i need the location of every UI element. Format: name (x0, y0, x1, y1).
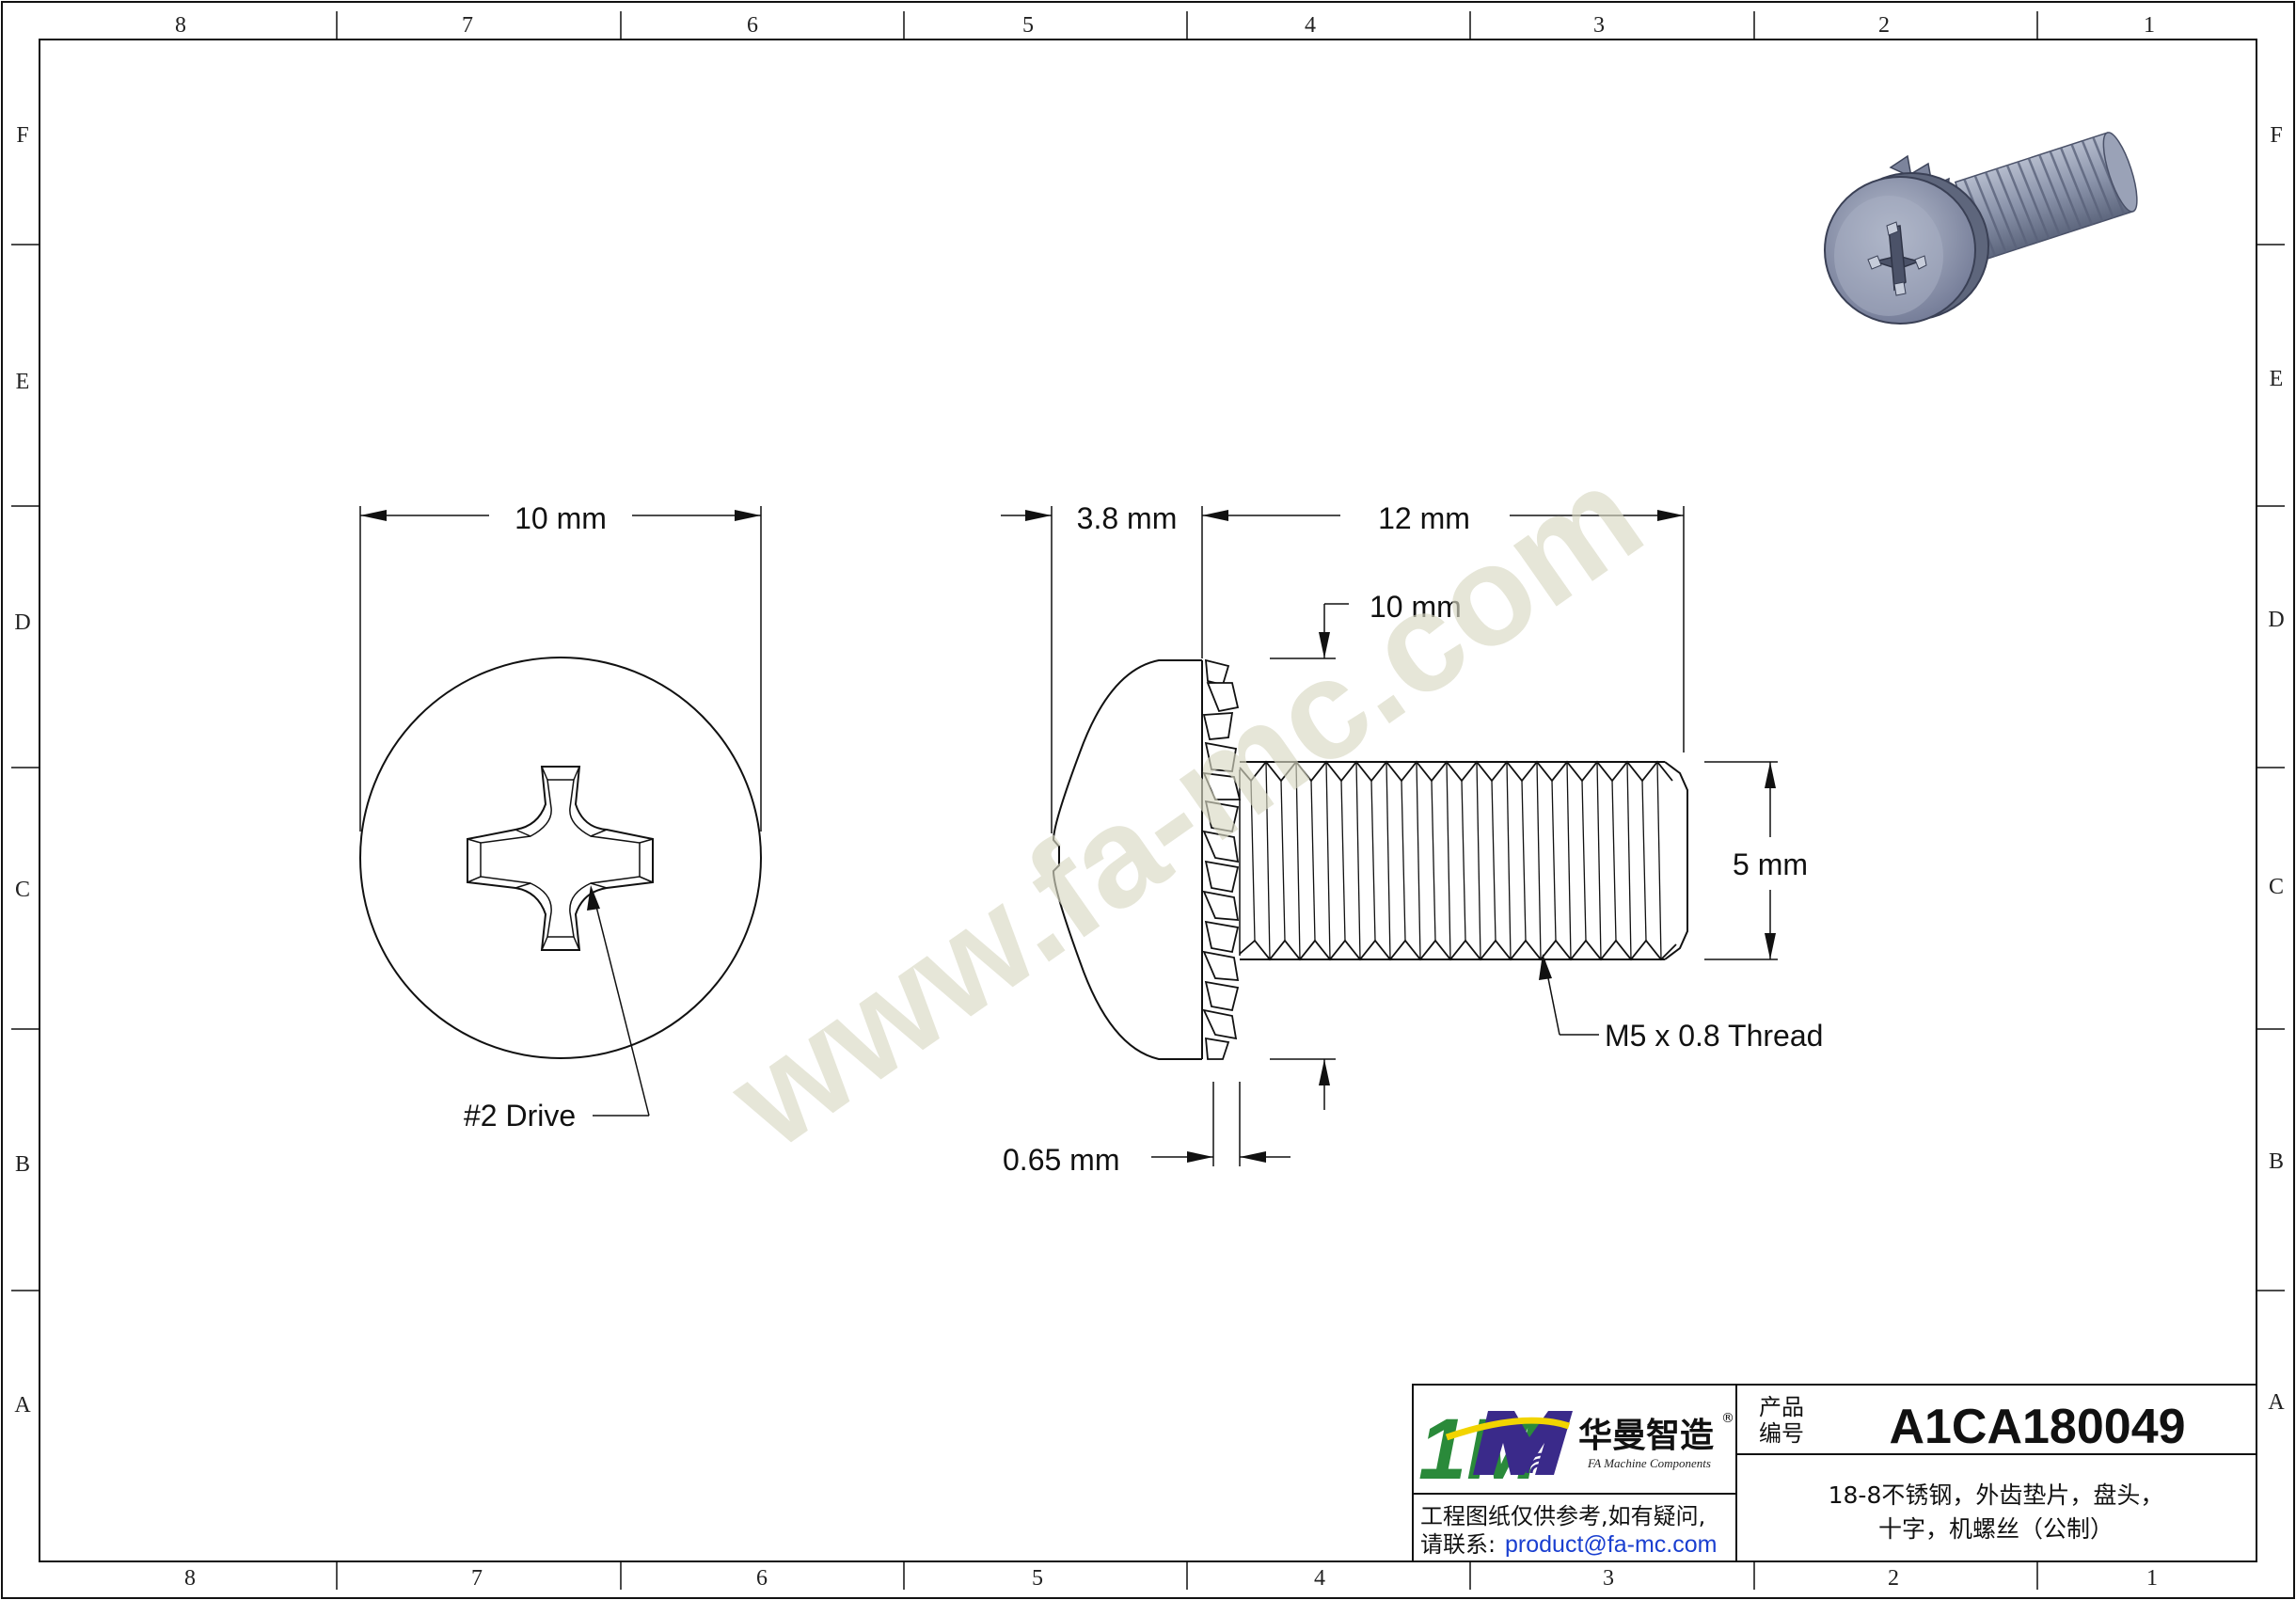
zone-labels: 8 7 6 5 4 3 2 1 8 7 6 5 4 3 2 1 F E D C … (14, 13, 2285, 1591)
screw-side-view (1052, 658, 1688, 1060)
brand-name-cn: 华曼智造 (1578, 1417, 1714, 1455)
brand-name-en: FA Machine Components (1587, 1456, 1711, 1470)
col-label-top-8: 8 (175, 13, 186, 38)
dim-head-diameter (359, 506, 762, 832)
thread-spec-label: M5 x 0.8 Thread (1605, 1019, 1823, 1053)
row-label-right-D: D (2268, 608, 2284, 632)
washer-thickness-label: 0.65 mm (1003, 1143, 1119, 1177)
drive-leader (587, 885, 650, 1117)
head-front-view (359, 657, 762, 1059)
company-logo: 1M (1418, 1402, 1573, 1497)
disclaimer-line2-prefix: 请联系: (1420, 1531, 1496, 1558)
row-label-left-A: A (14, 1393, 31, 1418)
col-label-top-3: 3 (1593, 13, 1605, 38)
screw-3d-render (1824, 132, 2138, 325)
title-block (1412, 1384, 2257, 1562)
col-label-top-1: 1 (2144, 13, 2155, 38)
row-label-right-F: F (2270, 123, 2282, 148)
col-label-bottom-6: 6 (756, 1566, 768, 1591)
row-label-left-C: C (15, 878, 30, 902)
col-label-bottom-5: 5 (1032, 1566, 1043, 1591)
row-label-left-B: B (15, 1152, 30, 1177)
col-label-top-6: 6 (747, 13, 758, 38)
head-height-label: 3.8 mm (1077, 501, 1178, 535)
contact-email[interactable]: product@fa-mc.com (1505, 1531, 1717, 1558)
inner-frame (39, 39, 2257, 1562)
col-label-top-4: 4 (1305, 13, 1316, 38)
washer-diameter-label: 10 mm (1370, 590, 1462, 624)
registered-mark: ® (1721, 1411, 1734, 1426)
disclaimer-line1: 工程图纸仅供参考,如有疑问, (1420, 1503, 1705, 1529)
col-label-bottom-4: 4 (1314, 1566, 1325, 1591)
head-diameter-label: 10 mm (515, 501, 607, 535)
row-label-right-B: B (2269, 1149, 2284, 1174)
description-line1: 18-8不锈钢，外齿垫片，盘头， (1829, 1481, 2164, 1509)
row-label-left-D: D (14, 610, 30, 635)
row-label-left-E: E (16, 370, 30, 394)
phillips-recess (467, 766, 654, 951)
pan-head-profile (1052, 659, 1202, 1060)
thread-diameter-label: 5 mm (1733, 848, 1808, 881)
watermark: www.fa-mc.com (702, 436, 1669, 1179)
wifi-icon (1522, 1452, 1544, 1474)
thread-bottom-profile (1239, 939, 1677, 961)
drive-label: #2 Drive (464, 1099, 576, 1133)
col-label-bottom-2: 2 (1888, 1566, 1899, 1591)
thread-top-profile (1239, 760, 1673, 783)
zone-ticks (11, 11, 2285, 1590)
product-label-line1: 产品 (1759, 1394, 1804, 1420)
col-label-top-7: 7 (462, 13, 473, 38)
dim-side-view (1001, 506, 1778, 1166)
col-label-bottom-7: 7 (471, 1566, 483, 1591)
col-label-bottom-3: 3 (1603, 1566, 1614, 1591)
row-label-left-F: F (16, 123, 28, 148)
row-label-right-C: C (2269, 875, 2284, 899)
row-label-right-A: A (2268, 1390, 2285, 1415)
length-label: 12 mm (1378, 501, 1470, 535)
col-label-bottom-1: 1 (2146, 1566, 2158, 1591)
product-number: A1CA180049 (1889, 1400, 2185, 1454)
col-label-top-2: 2 (1878, 13, 1890, 38)
col-label-bottom-8: 8 (184, 1566, 196, 1591)
product-label-line2: 编号 (1759, 1420, 1804, 1447)
description-line2: 十字，机螺丝（公制） (1878, 1515, 2114, 1543)
col-label-top-5: 5 (1022, 13, 1034, 38)
row-label-right-E: E (2270, 367, 2284, 391)
